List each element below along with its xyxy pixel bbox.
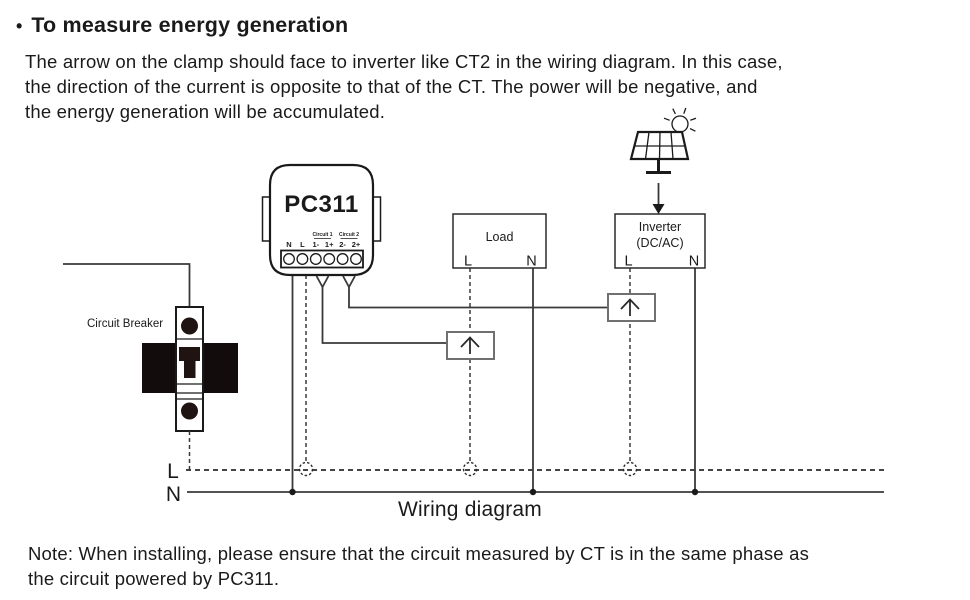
- pc311-device: PC311 Circuit 1 Circuit 2 N L 1- 1+ 2- 2…: [261, 163, 382, 289]
- section-title: • To measure energy generation: [16, 13, 348, 38]
- supply-wire: [63, 263, 191, 306]
- n-junction-dot: [289, 488, 296, 496]
- inverter-label-line1: Inverter: [639, 220, 681, 234]
- circuit1-connector: [315, 275, 330, 289]
- solar-panel-icon: [629, 107, 697, 174]
- circuit-breaker-icon: [142, 306, 238, 432]
- l-junction-ring: [622, 461, 638, 477]
- terminal-label: 1+: [325, 240, 334, 249]
- ct1-wire: [321, 287, 447, 344]
- note-line: Note: When installing, please ensure tha…: [28, 543, 810, 564]
- diagram-caption: Wiring diagram: [397, 498, 542, 521]
- ct2-clamp-icon: [607, 293, 656, 322]
- note-line: the circuit powered by PC311.: [28, 568, 280, 589]
- load-l-label: L: [464, 254, 472, 270]
- inverter-l-label: L: [624, 254, 632, 270]
- n-junction-dot: [529, 488, 537, 496]
- circuit-breaker-label: Circuit Breaker: [87, 318, 163, 330]
- sun-icon: [663, 107, 697, 133]
- inverter-box: Inverter (DC/AC) L N: [614, 213, 706, 270]
- inverter-label-line2: (DC/AC): [636, 236, 683, 250]
- inverter-n-label: N: [689, 254, 699, 270]
- n-bus-label: N: [166, 483, 181, 506]
- terminal-hole: [350, 253, 362, 265]
- arrow-down-icon: [652, 183, 665, 214]
- ct2-wire: [348, 287, 608, 309]
- body-line: the direction of the current is opposite…: [25, 76, 758, 97]
- circuit2-label: Circuit 2: [339, 232, 359, 238]
- n-junction-dot: [691, 488, 699, 496]
- device-name: PC311: [284, 191, 359, 218]
- l-junction-ring: [462, 461, 478, 477]
- body-line: the energy generation will be accumulate…: [25, 101, 386, 122]
- bullet-icon: •: [16, 15, 23, 36]
- l-bus-label: L: [167, 460, 179, 483]
- load-n-label: N: [526, 254, 536, 270]
- terminal-label: 2+: [352, 240, 361, 249]
- body-paragraph: The arrow on the clamp should face to in…: [25, 49, 783, 124]
- load-label: Load: [486, 230, 514, 244]
- terminal-label: 1-: [312, 240, 319, 249]
- terminal-label: N: [286, 240, 291, 249]
- terminal-hole: [323, 253, 336, 265]
- terminal-hole: [283, 253, 295, 265]
- terminal-label: L: [300, 240, 305, 249]
- terminal-label: 2-: [339, 240, 346, 249]
- circuit2-connector: [342, 275, 356, 289]
- terminal-hole: [336, 253, 349, 265]
- terminal-strip: [280, 249, 364, 269]
- terminal-hole: [296, 253, 309, 265]
- circuit1-label: Circuit 1: [312, 232, 332, 238]
- note-paragraph: Note: When installing, please ensure tha…: [28, 541, 809, 591]
- body-line: The arrow on the clamp should face to in…: [25, 51, 783, 72]
- ct1-clamp-icon: [446, 331, 495, 360]
- section-title-text: To measure energy generation: [31, 13, 349, 37]
- terminal-hole: [309, 253, 322, 265]
- l-junction-ring: [298, 461, 314, 477]
- load-box: Load L N: [452, 213, 547, 270]
